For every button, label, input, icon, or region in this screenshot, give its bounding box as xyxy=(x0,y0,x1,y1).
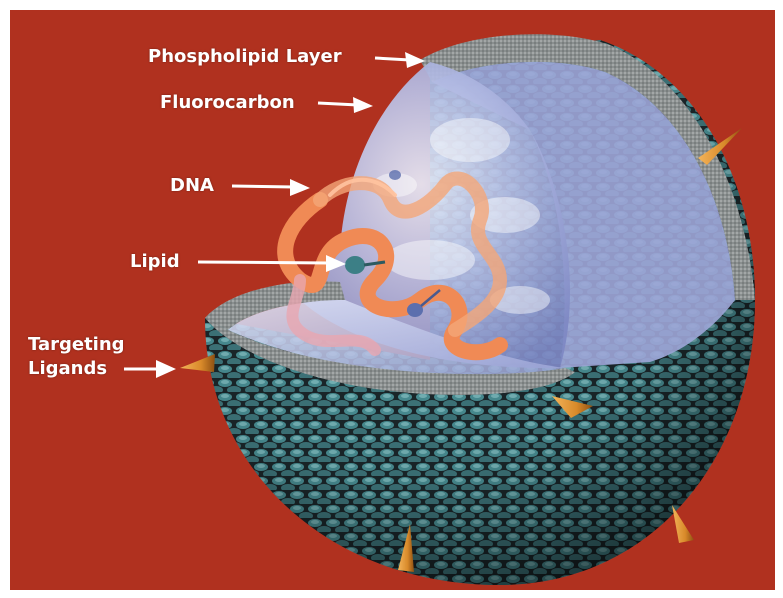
label-fluorocarbon: Fluorocarbon xyxy=(160,92,295,114)
label-targeting-ligands-line2: Ligands xyxy=(28,358,107,380)
label-targeting-ligands-line1: Targeting xyxy=(28,334,125,356)
label-lipid: Lipid xyxy=(130,251,180,273)
label-dna: DNA xyxy=(170,175,214,197)
label-phospholipid-layer: Phospholipid Layer xyxy=(148,46,342,68)
